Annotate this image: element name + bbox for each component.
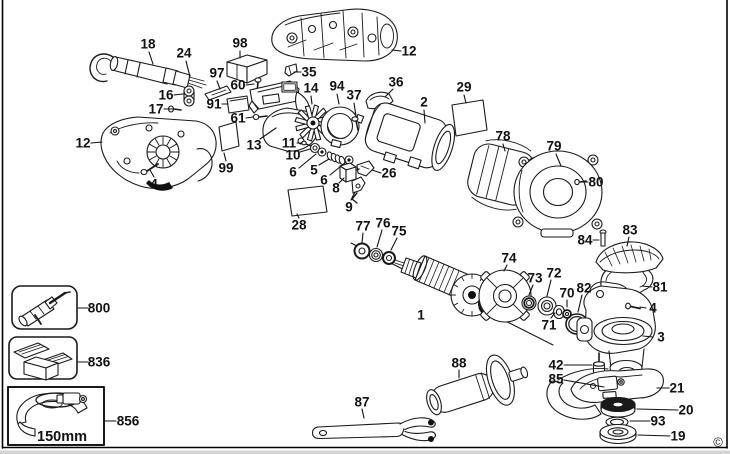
part-label-20: 20 [678,402,694,418]
flange-20-drawing [600,396,636,418]
part-label-3: 3 [657,329,665,345]
guard-clamp-21-drawing [546,368,664,420]
part-label-81: 81 [652,279,668,295]
plate-99-drawing [218,121,240,152]
part-label-26: 26 [381,165,397,181]
part-label-14: 14 [303,80,319,96]
part-label-28: 28 [291,217,307,233]
part-label-5: 5 [310,162,318,178]
part-label-4: 4 [150,176,158,192]
part-label-93: 93 [650,413,666,429]
left-housing-drawing [100,116,217,191]
part-label-83: 83 [622,222,638,238]
ring-70-drawing [562,309,572,319]
top-housing-drawing [271,8,398,62]
part-label-12: 12 [75,135,91,151]
screw-37-drawing [351,116,359,131]
part-label-24: 24 [176,45,192,61]
part-label-61: 61 [230,110,246,126]
nameplate-29-drawing [451,99,488,137]
part-label-856: 856 [116,413,140,429]
part-label-75: 75 [391,223,407,239]
part-label-8: 8 [332,180,340,196]
part-label-11: 11 [281,135,297,151]
part-label-60: 60 [230,77,246,93]
part-label-1: 1 [417,307,425,323]
part-label-88: 88 [451,355,467,371]
fan-14-drawing [294,104,332,142]
accessory-box-856 [7,386,105,446]
part-label-13: 13 [246,137,262,153]
screw-4-right-drawing [625,302,641,310]
gear-baffle-74-drawing [478,269,532,323]
washer-73-drawing [521,295,537,311]
accessory-box-800 [11,285,78,330]
motor-housing-drawing [364,102,456,171]
part-label-99: 99 [218,160,234,176]
sleeve-71-drawing [552,304,566,320]
part-label-19: 19 [670,428,686,444]
part-label-36: 36 [388,74,404,90]
part-label-82: 82 [576,280,592,296]
part-label-76: 76 [375,215,391,231]
part-label-12: 12 [401,43,417,59]
part-label-35: 35 [301,64,317,80]
part-label-21: 21 [669,380,685,396]
part-label-29: 29 [456,79,472,95]
screw-60-drawing [254,77,262,93]
box-98-drawing [226,54,268,84]
part-label-84: 84 [577,232,593,248]
part-label-70: 70 [559,285,575,301]
clip-35-drawing [281,63,298,93]
cord-clamp-drawing [167,85,195,113]
part-label-2: 2 [420,94,428,110]
part-label-97: 97 [209,65,225,81]
part-label-6: 6 [320,172,328,188]
part-label-87: 87 [354,394,370,410]
part-label-94: 94 [329,78,345,94]
part-label-18: 18 [140,36,156,52]
part-label-71: 71 [541,317,557,333]
screw-61-drawing [252,113,268,121]
part-label-42: 42 [548,357,564,373]
part-label-72: 72 [546,265,562,281]
part-label-16: 16 [158,87,174,103]
flange-nut-19-drawing [599,423,637,445]
endplate-79-drawing [512,150,603,238]
plate-28-drawing [287,185,328,217]
part-label-836: 836 [87,354,111,370]
part-label-73: 73 [527,270,543,286]
screw-84-drawing [599,229,607,247]
cover-83-drawing [595,241,664,274]
side-handle-drawing [426,354,529,416]
accessory-box-836 [8,336,78,381]
part-label-4: 4 [649,300,657,316]
part-label-78: 78 [495,128,511,144]
part-label-10: 10 [285,147,301,163]
part-label-9: 9 [345,199,353,215]
part-label-800: 800 [87,300,111,316]
part-label-17: 17 [148,101,164,117]
part-label-98: 98 [232,35,248,51]
guard-size-caption: 150mm [37,429,87,445]
part-label-37: 37 [346,87,362,103]
part-label-77: 77 [355,218,371,234]
part-label-74: 74 [501,250,517,266]
part-label-79: 79 [546,138,562,154]
part-label-91: 91 [206,96,222,112]
part-label-6: 6 [289,164,297,180]
copyright-mark: © [713,434,723,450]
part-label-85: 85 [548,371,564,387]
part-label-80: 80 [588,174,604,190]
box-91-drawing [226,95,250,114]
wrench-drawing [311,417,436,442]
